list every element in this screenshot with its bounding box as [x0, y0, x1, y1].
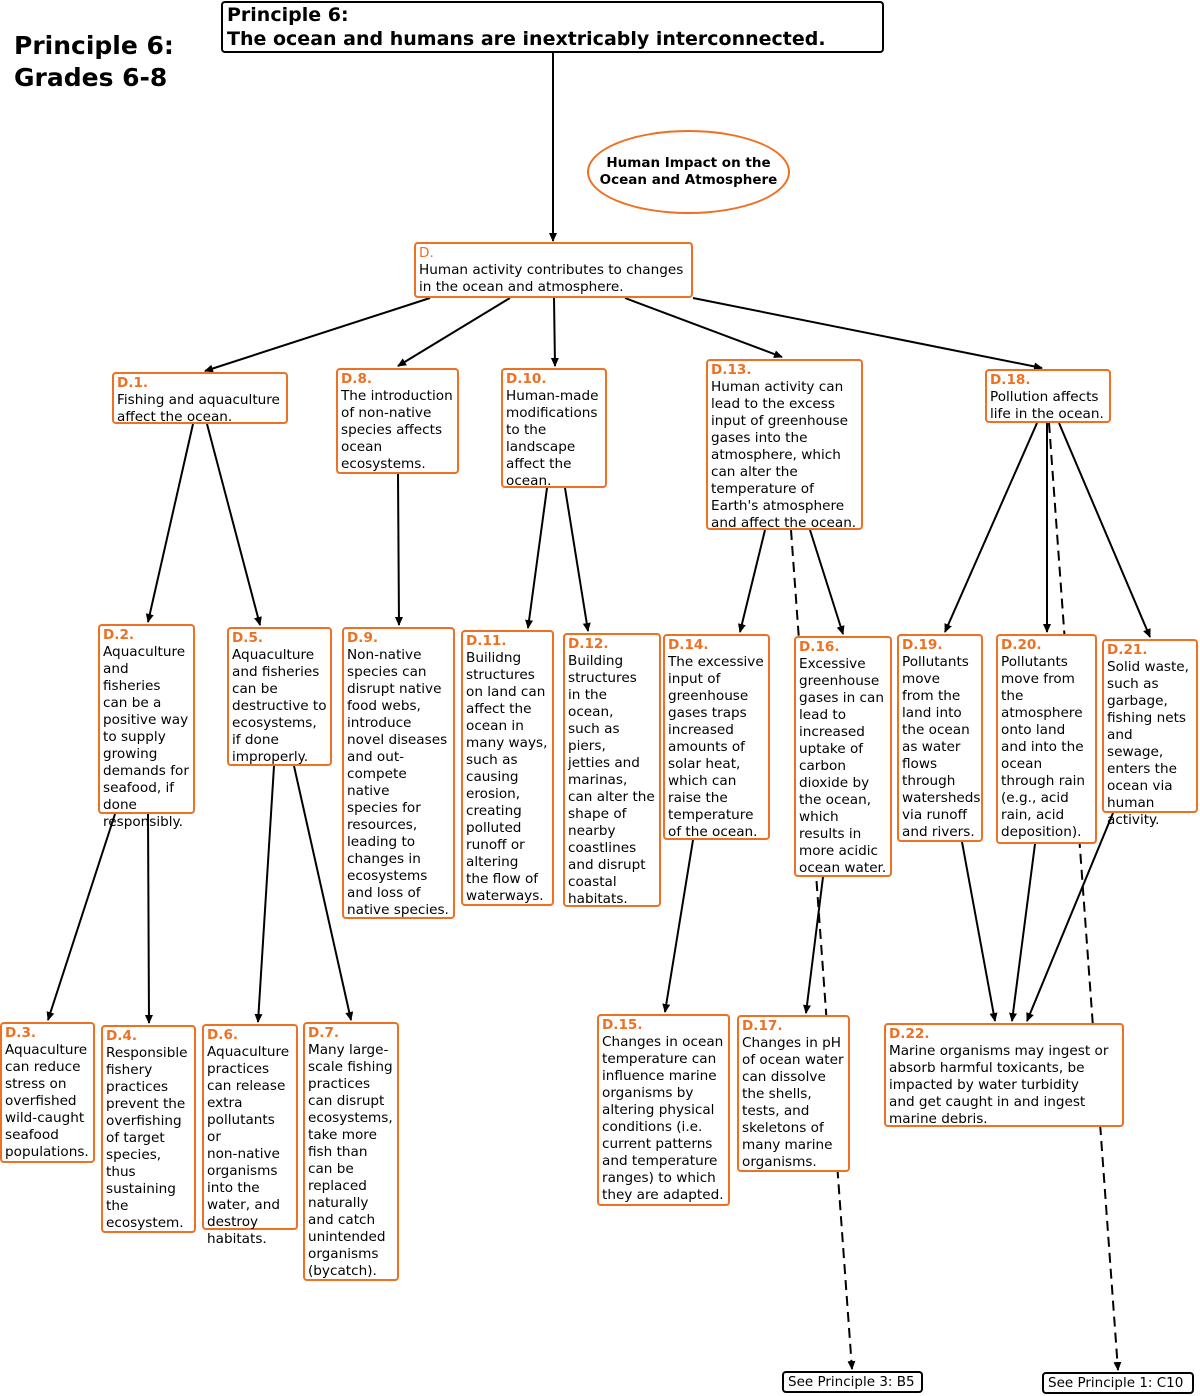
arrow: [145, 423, 194, 623]
arrow: [564, 487, 591, 632]
node-d6: D.6.Aquaculture practices can release ex…: [202, 1024, 298, 1247]
arrow: [293, 765, 354, 1021]
arrow: [206, 423, 262, 626]
node-d12: D.12.Building structures in the ocean, s…: [563, 633, 661, 907]
node-d16: D.16.Excessive greenhouse gases in can l…: [794, 636, 892, 877]
node-d15: D.15.Changes in ocean temperature can in…: [597, 1014, 730, 1206]
node-d14: D.14.The excessive input of greenhouse g…: [663, 634, 770, 840]
arrow: [144, 813, 153, 1024]
node-d17: D.17.Changes in pH of ocean water can di…: [737, 1015, 850, 1172]
node-d7: D.7.Many large- scale fishing practices …: [303, 1022, 399, 1281]
reference-principle-1: See Principle 1: C10: [1042, 1372, 1194, 1394]
reference-principle-3: See Principle 3: B5: [782, 1371, 923, 1393]
node-d11: D.11.Builidng structures on land can aff…: [461, 630, 554, 906]
arrow: [46, 813, 116, 1021]
arrow: [944, 422, 1038, 633]
arrow: [1058, 422, 1151, 638]
node-d13: D.13.Human activity can lead to the exce…: [706, 359, 863, 531]
arrow: [254, 765, 275, 1023]
arrow: [803, 876, 824, 1014]
arrow: [397, 297, 511, 367]
arrow: [738, 529, 766, 633]
arrow: [1026, 812, 1114, 1022]
node-d21: D.21.Solid waste, such as garbage, fishi…: [1102, 639, 1198, 828]
node-d22: D.22.Marine organisms may ingest or abso…: [884, 1023, 1124, 1127]
node-d2: D.2.Aquaculture and fisheries can be a p…: [98, 624, 195, 830]
node-d8: D.8.The introduction of non-native speci…: [336, 368, 459, 474]
arrow: [204, 297, 431, 373]
arrow: [1009, 843, 1036, 1022]
node-d19: D.19.Pollutants move from the land into …: [897, 634, 983, 842]
node-d1: D.1.Fishing and aquaculture affect the o…: [112, 372, 288, 425]
node-d5: D.5.Aquaculture and fisheries can be des…: [227, 627, 332, 766]
principle-title: Principle 6: The ocean and humans are in…: [221, 1, 884, 53]
arrow: [624, 297, 783, 358]
dashed-arrow: [1048, 422, 1122, 1371]
grade-heading: Principle 6: Grades 6-8: [14, 31, 174, 92]
arrow: [692, 297, 1043, 371]
node-d4: D.4.Responsible fishery practices preven…: [101, 1025, 196, 1233]
node-d10: D.10.Human-made modifications to the lan…: [501, 368, 607, 489]
theme-ellipse: Human Impact on the Ocean and Atmosphere: [587, 130, 790, 214]
node-d20: D.20.Pollutants move from the atmosphere…: [996, 634, 1097, 844]
arrow: [394, 473, 403, 626]
dashed-arrow: [790, 529, 856, 1370]
arrow: [961, 841, 998, 1022]
node-d: D.Human activity contributes to changes …: [414, 242, 693, 298]
node-d3: D.3.Aquaculture can reduce stress on ove…: [0, 1022, 95, 1163]
arrow: [662, 839, 694, 1013]
arrow: [809, 529, 845, 635]
arrow: [525, 487, 548, 629]
arrow: [550, 297, 559, 367]
node-d9: D.9.Non-native species can disrupt nativ…: [342, 627, 455, 919]
node-d18: D.18.Pollution affects life in the ocean…: [985, 369, 1111, 423]
